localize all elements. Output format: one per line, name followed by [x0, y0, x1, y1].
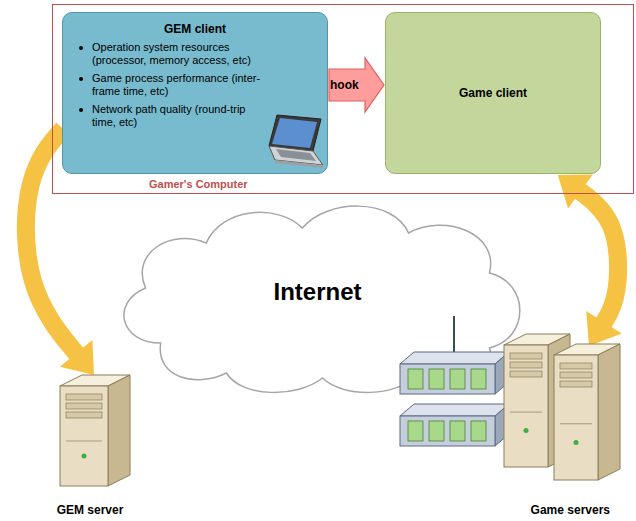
- tower-side: [598, 344, 620, 480]
- rack-card: [429, 421, 444, 441]
- drive-bay: [510, 371, 542, 377]
- rack-card: [450, 421, 465, 441]
- text-row: Gamer's Computer: [149, 178, 633, 190]
- panel-line: [66, 441, 102, 442]
- bullet-dot: [79, 77, 83, 81]
- node-label: Gamer's Computer: [149, 178, 248, 190]
- rack-card: [450, 369, 465, 389]
- bullet-dot: [79, 108, 83, 112]
- rack-top: [400, 404, 509, 416]
- tower-side: [108, 375, 130, 486]
- text-row: Internet: [273, 278, 361, 306]
- bullet-text: Network path quality (round-trip time, e…: [92, 103, 267, 129]
- node-label: GEM server: [57, 503, 124, 517]
- drive-bay: [66, 412, 102, 418]
- drive-bay: [560, 372, 592, 378]
- text-row: Game servers: [531, 503, 610, 517]
- box-title: GEM client: [164, 22, 226, 36]
- tower-front: [554, 355, 598, 480]
- laptop-lid: [269, 115, 321, 151]
- text-row: Game process performance (inter-frame ti…: [71, 72, 319, 98]
- server-icon: [30, 365, 150, 495]
- laptop-keys: [276, 149, 316, 161]
- servers-icon: [392, 312, 628, 492]
- laptop-icon: [263, 113, 325, 171]
- client-box: GEM clientOperation system resources (pr…: [62, 12, 328, 174]
- text-row: GEM client: [71, 22, 319, 36]
- hook-arrow-body: [329, 58, 384, 112]
- hook-arrow: hook: [328, 57, 385, 113]
- laptop-screen: [272, 118, 317, 148]
- power-led: [524, 428, 529, 433]
- power-led: [574, 440, 579, 445]
- text-row: Operation system resources (processor, m…: [71, 41, 319, 67]
- tower-front: [60, 386, 108, 486]
- rack-card: [471, 421, 486, 441]
- arrow-head: [586, 311, 621, 346]
- flow-arrow: [558, 175, 622, 346]
- game-servers: Game servers: [392, 312, 628, 517]
- laptop-edge: [275, 160, 323, 168]
- node-label: Game servers: [531, 503, 610, 517]
- node-label: Game client: [459, 86, 527, 100]
- drive-bay: [66, 394, 102, 400]
- power-led: [82, 454, 87, 459]
- arrow-head: [558, 175, 593, 209]
- bullet-dot: [79, 46, 83, 50]
- bullet-text: Game process performance (inter-frame ti…: [92, 72, 267, 98]
- rack-front: [400, 364, 495, 394]
- computer-region: GEM clientOperation system resources (pr…: [52, 4, 634, 194]
- text-row: hook: [330, 78, 359, 92]
- panel-line: [510, 412, 542, 413]
- text-row: GEM server: [57, 503, 124, 517]
- node-label: hook: [330, 78, 359, 92]
- tower-front: [504, 345, 548, 467]
- gem-server: GEM server: [30, 365, 150, 517]
- panel-line: [560, 423, 592, 424]
- rack-card: [471, 369, 486, 389]
- bullet-text: Operation system resources (processor, m…: [92, 41, 267, 67]
- rack-front: [400, 416, 495, 446]
- drive-bay: [560, 381, 592, 387]
- drive-bay: [510, 353, 542, 359]
- rack-card: [408, 421, 423, 441]
- drive-bay: [510, 362, 542, 368]
- drive-bay: [560, 363, 592, 369]
- drive-bay: [66, 403, 102, 409]
- text-row: Game client: [459, 86, 527, 100]
- text-row: Network path quality (round-trip time, e…: [71, 103, 319, 129]
- game-client-box: Game client: [385, 12, 601, 174]
- arrow-shaft: [577, 189, 618, 326]
- rack-card: [408, 369, 423, 389]
- antenna: [453, 316, 455, 356]
- node-label: Internet: [273, 278, 361, 305]
- rack-top: [400, 352, 509, 364]
- rack-card: [429, 369, 444, 389]
- arrow-head: [60, 340, 94, 375]
